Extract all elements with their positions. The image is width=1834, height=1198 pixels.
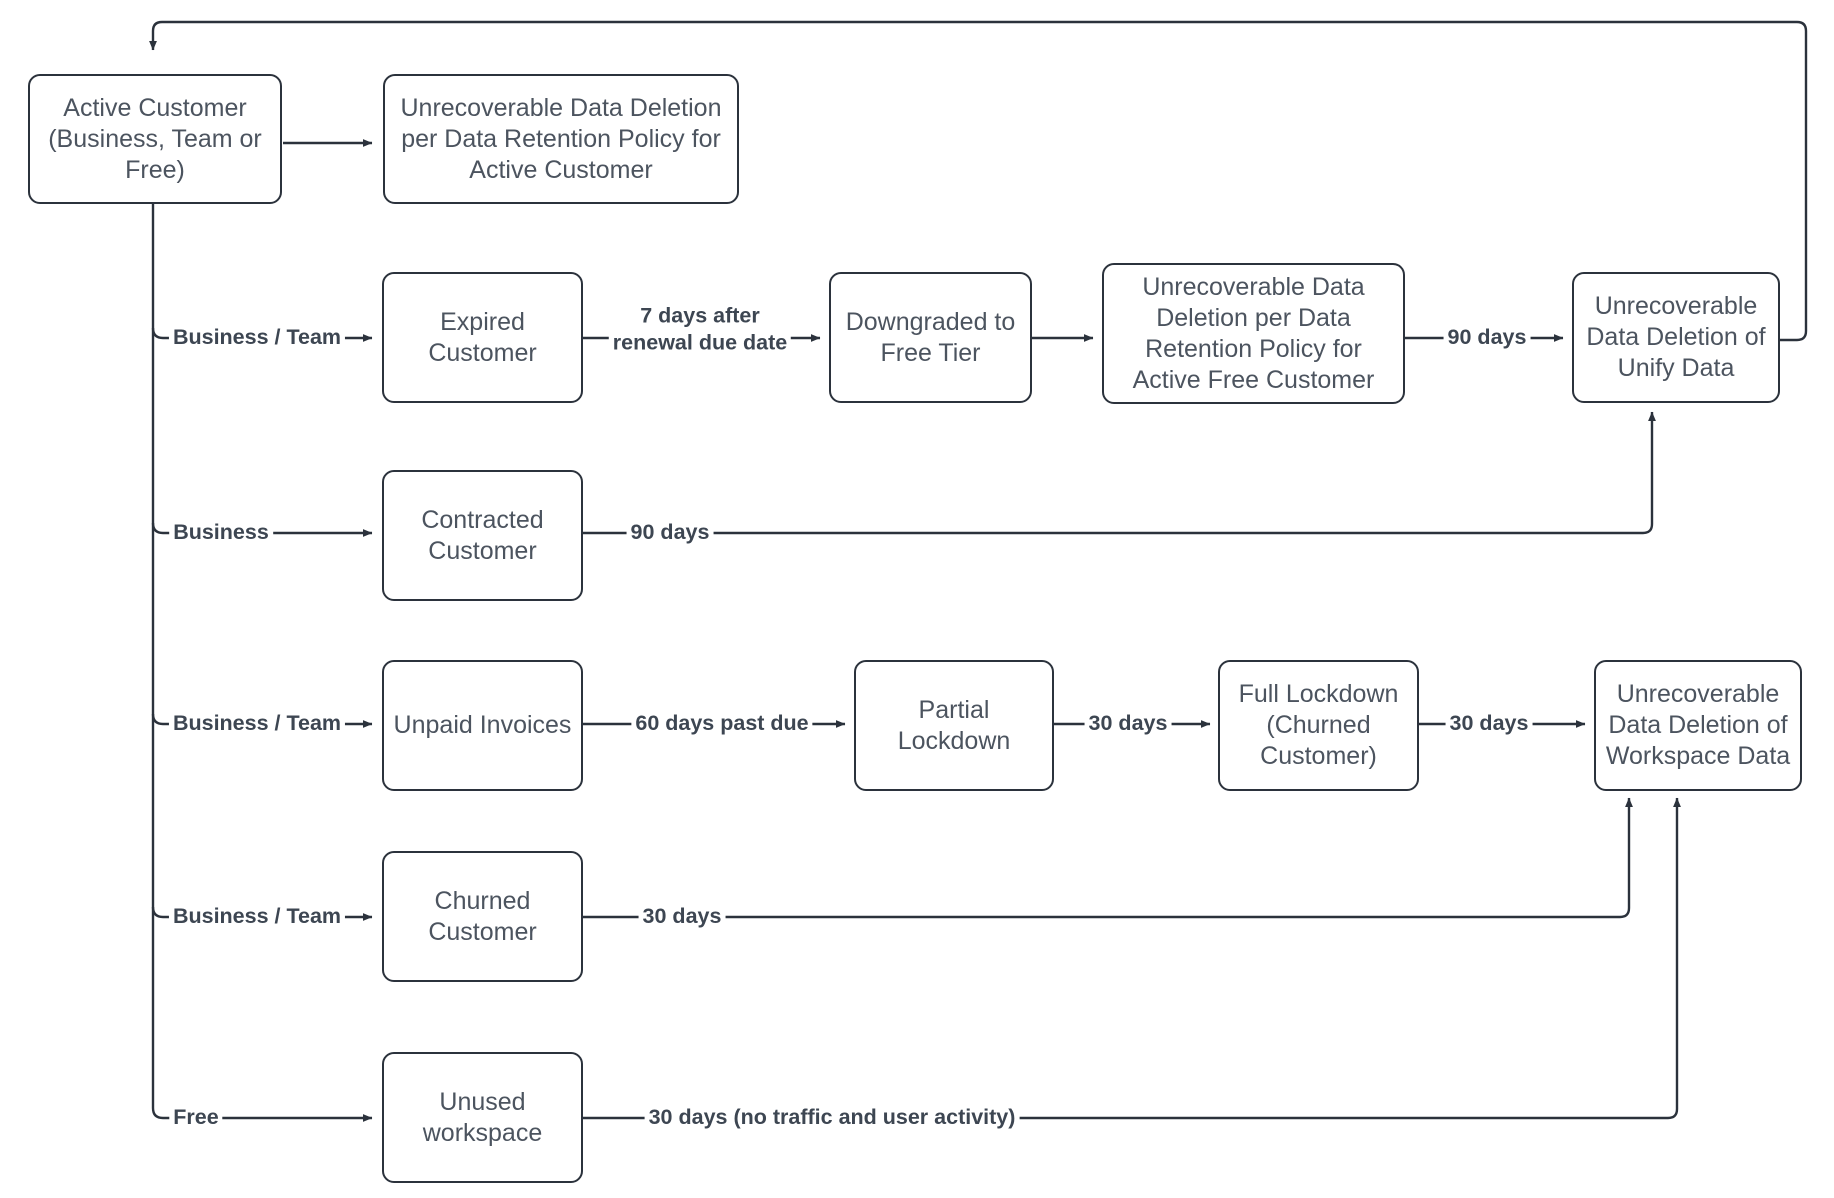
edge-label-contracted-to-unify: 90 days	[626, 520, 714, 546]
node-active-customer[interactable]: Active Customer (Business, Team or Free)	[28, 74, 282, 204]
edge-label-branch-free: Free	[169, 1105, 223, 1131]
edge-branch-expired	[151, 327, 373, 342]
edge-label-free-deletion-to-unify: 90 days	[1443, 325, 1531, 351]
node-downgraded-free-tier[interactable]: Downgraded to Free Tier	[829, 272, 1032, 403]
edge-label-partial-to-full: 30 days	[1084, 711, 1172, 737]
node-full-lockdown[interactable]: Full Lockdown (Churned Customer)	[1218, 660, 1419, 791]
node-churned-customer[interactable]: Churned Customer	[382, 851, 583, 982]
edge-label-churned-to-workspace: 30 days	[638, 904, 726, 930]
edge-label-expired-to-downgraded: 7 days after renewal due date	[608, 302, 792, 356]
node-unused-workspace[interactable]: Unused workspace	[382, 1052, 583, 1183]
edge-contracted-to-unify	[583, 411, 1656, 535]
edge-churned-to-workspace	[583, 797, 1633, 919]
edge-branch-contracted	[151, 522, 373, 537]
node-deletion-active-customer[interactable]: Unrecoverable Data Deletion per Data Ret…	[383, 74, 739, 204]
edge-label-branch-unpaid: Business / Team	[168, 711, 346, 737]
node-contracted-customer[interactable]: Contracted Customer	[382, 470, 583, 601]
edge-label-branch-churned: Business / Team	[168, 904, 346, 930]
node-deletion-workspace-data[interactable]: Unrecoverable Data Deletion of Workspace…	[1594, 660, 1802, 791]
edge-label-full-to-workspace: 30 days	[1445, 711, 1533, 737]
node-deletion-active-free-customer[interactable]: Unrecoverable Data Deletion per Data Ret…	[1102, 263, 1405, 404]
node-partial-lockdown[interactable]: Partial Lockdown	[854, 660, 1054, 791]
edge-unused-to-workspace	[583, 797, 1681, 1120]
edge-label-unused-to-workspace: 30 days (no traffic and user activity)	[644, 1105, 1020, 1131]
node-expired-customer[interactable]: Expired Customer	[382, 272, 583, 403]
edge-label-branch-contracted: Business	[169, 520, 273, 546]
edge-active-spine	[151, 203, 175, 1120]
node-deletion-unify-data[interactable]: Unrecoverable Data Deletion of Unify Dat…	[1572, 272, 1780, 403]
node-unpaid-invoices[interactable]: Unpaid Invoices	[382, 660, 583, 791]
edge-label-unpaid-to-partial: 60 days past due	[631, 711, 813, 737]
edge-branch-unpaid	[151, 713, 373, 728]
edge-label-branch-expired: Business / Team	[168, 325, 346, 351]
edge-branch-churned	[151, 906, 373, 921]
edge-unify-to-active	[149, 20, 1808, 342]
